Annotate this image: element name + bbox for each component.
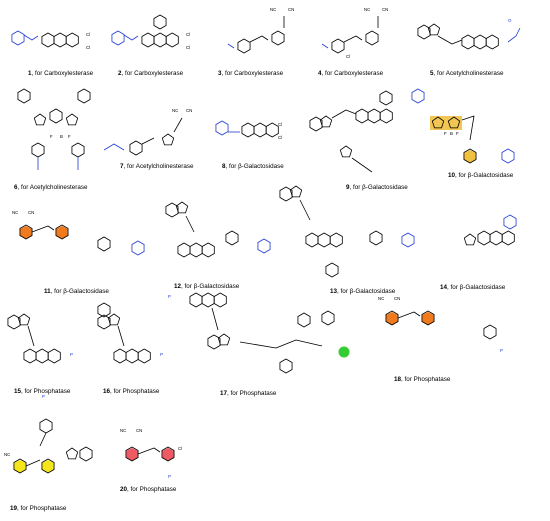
compound-18: NC CN P (378, 296, 503, 353)
atom-label: CN (136, 428, 142, 433)
atom-label: Cl (186, 32, 190, 37)
atom-label: F (456, 131, 459, 136)
atom-label: Cl (346, 54, 350, 59)
caption-9: 9, for β-Galactosidase (346, 184, 408, 191)
atom-label: P (168, 294, 171, 299)
caption-12: 12, for β-Galactosidase (174, 283, 240, 290)
atom-label: P (70, 352, 73, 357)
atom-label: Cl (278, 122, 282, 127)
atom-label: P (168, 474, 171, 479)
atom-label: Cl (278, 135, 282, 140)
atom-label: Cl (86, 32, 90, 37)
compound-4: NC CN Cl (321, 7, 388, 59)
compound-15: P (7, 313, 73, 363)
compound-12 (165, 201, 271, 257)
atom-label: Cl (86, 45, 90, 50)
caption-20: 20, for Phosphatase (120, 486, 177, 493)
caption-19: 19, for Phosphatase (10, 505, 67, 512)
atom-label: Cl (178, 446, 182, 451)
atom-label: NC (172, 108, 178, 113)
compound-11: NC CN (12, 210, 145, 256)
atom-label: NC (270, 7, 276, 12)
atom-label: F (444, 131, 447, 136)
atom-label: P (500, 348, 503, 353)
atom-label: CN (394, 296, 400, 301)
atom-label: P (160, 352, 163, 357)
compound-9 (309, 88, 425, 173)
caption-14: 14, for β-Galactosidase (440, 284, 506, 291)
caption-11: 11, for β-Galactosidase (44, 288, 109, 295)
caption-6: 6, for Acetylcholinesterase (14, 184, 88, 191)
caption-16: 16, for Phosphatase (103, 388, 160, 395)
caption-5: 5, for Acetylcholinesterase (430, 70, 504, 77)
atom-label: B (450, 131, 453, 136)
caption-18: 18, for Phosphatase (394, 376, 451, 383)
compound-1: Cl Cl (11, 30, 90, 50)
compound-3: NC CN (227, 7, 294, 54)
compound-10: F B F (430, 115, 515, 164)
caption-1: 1, for Carboxylesterase (28, 70, 94, 77)
compound-7: NC CN (103, 108, 192, 156)
caption-2: 2, for Carboxylesterase (118, 70, 184, 77)
atom-label: Cl (186, 45, 190, 50)
compound-16: P (97, 302, 163, 363)
caption-7: 7, for Acetylcholinesterase (120, 163, 194, 170)
atom-label: NC (364, 7, 370, 12)
caption-17: 17, for Phosphatase (220, 390, 277, 397)
compound-8: Cl Cl (215, 120, 282, 140)
atom-label: CN (288, 7, 294, 12)
compound-19: P NC (4, 394, 93, 474)
caption-3: 3, for Carboxylesterase (218, 70, 284, 77)
atom-label: CN (28, 210, 34, 215)
caption-15: 15, for Phosphatase (14, 388, 71, 395)
atom-label: NC (120, 428, 126, 433)
compound-2: Cl Cl (111, 14, 190, 50)
atom-label: CN (382, 7, 388, 12)
caption-13: 13, for β-Galactosidase (330, 288, 396, 295)
compound-20: NC CN Cl P (120, 428, 182, 479)
compound-13 (279, 185, 415, 278)
atom-label: CN (186, 108, 192, 113)
atom-label: NC (4, 452, 10, 457)
compound-17: P (168, 293, 350, 374)
atom-label: NC (378, 296, 384, 301)
compound-6: F B F (17, 88, 91, 170)
atom-label: O (508, 18, 512, 23)
compound-5: O (417, 18, 521, 49)
caption-10: 10, for β-Galactosidase (448, 172, 514, 179)
caption-8: 8, for β-Galactosidase (222, 163, 284, 170)
compound-14 (463, 214, 517, 246)
atom-label: B (60, 134, 63, 139)
atom-label: NC (12, 210, 18, 215)
atom-label: F (68, 134, 71, 139)
caption-4: 4, for Carboxylesterase (318, 70, 384, 77)
atom-label: F (50, 134, 53, 139)
atom-label: P (42, 394, 45, 399)
